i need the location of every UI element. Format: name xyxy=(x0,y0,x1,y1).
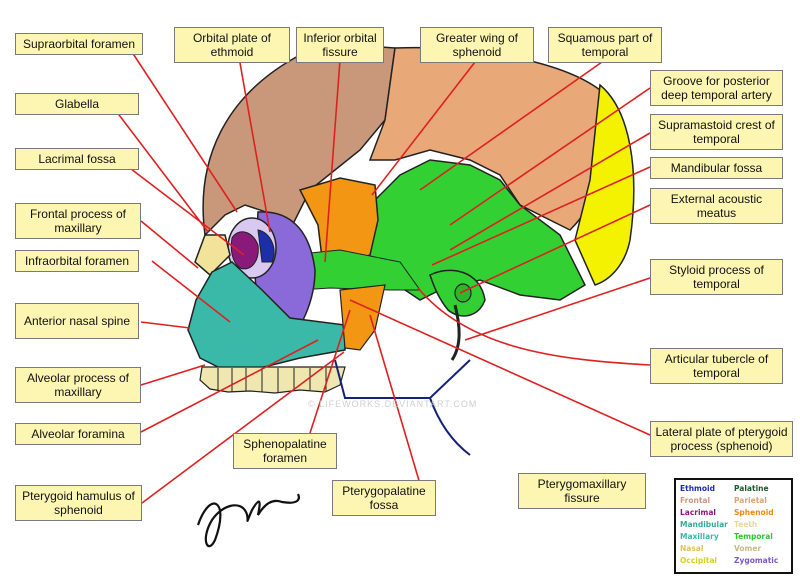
label-frontal-process-of-maxillary: Frontal process of maxillary xyxy=(15,203,141,239)
legend-occipital: Occipital xyxy=(680,556,717,565)
legend-maxillary: Maxillary xyxy=(680,532,719,541)
legend-lacrimal: Lacrimal xyxy=(680,508,717,517)
label-groove-posterior-deep-temporal-artery: Groove for posterior deep temporal arter… xyxy=(650,70,783,106)
ethmoid-plate xyxy=(257,229,275,263)
label-infraorbital-foramen: Infraorbital foramen xyxy=(15,250,139,272)
label-alveolar-process-of-maxillary: Alveolar process of maxillary xyxy=(15,367,141,403)
label-supraorbital-foramen: Supraorbital foramen xyxy=(15,33,143,55)
label-pterygomaxillary-fissure: Pterygomaxillary fissure xyxy=(518,473,646,509)
label-lateral-plate-of-pterygoid: Lateral plate of pterygoid process (sphe… xyxy=(650,421,793,457)
label-inferior-orbital-fissure: Inferior orbital fissure xyxy=(296,27,384,63)
label-pterygoid-hamulus-of-sphenoid: Pterygoid hamulus of sphenoid xyxy=(15,485,142,521)
legend-temporal: Temporal xyxy=(734,532,773,541)
label-mandibular-fossa: Mandibular fossa xyxy=(650,157,783,179)
styloid-process xyxy=(450,304,461,361)
legend-mandibular: Mandibular xyxy=(680,520,728,529)
external-acoustic-meatus xyxy=(454,283,472,303)
label-pterygopalatine-fossa: Pterygopalatine fossa xyxy=(332,480,436,516)
label-greater-wing-of-sphenoid: Greater wing of sphenoid xyxy=(420,27,534,63)
sphenoid-bone xyxy=(298,177,379,266)
label-orbital-plate-of-ethmoid: Orbital plate of ethmoid xyxy=(174,27,290,63)
pterygomaxillary-fissure-outline xyxy=(334,359,471,456)
legend-ethmoid: Ethmoid xyxy=(680,484,715,493)
label-external-acoustic-meatus: External acoustic meatus xyxy=(650,188,783,224)
legend-parietal: Parietal xyxy=(734,496,767,505)
label-sphenopalatine-foramen: Sphenopalatine foramen xyxy=(233,433,337,469)
label-styloid-process-of-temporal: Styloid process of temporal xyxy=(650,259,783,295)
lacrimal-bone xyxy=(230,231,259,270)
legend-vomer: Vomer xyxy=(734,544,762,553)
legend-teeth: Teeth xyxy=(734,520,758,529)
legend-frontal: Frontal xyxy=(680,496,711,505)
nasal-bone xyxy=(194,234,231,277)
label-anterior-nasal-spine: Anterior nasal spine xyxy=(15,303,139,339)
label-squamous-part-of-temporal: Squamous part of temporal xyxy=(548,27,662,63)
legend-sphenoid: Sphenoid xyxy=(734,508,774,517)
label-supramastoid-crest-of-temporal: Supramastoid crest of temporal xyxy=(650,114,783,150)
teeth xyxy=(199,366,346,394)
maxillary-bone xyxy=(187,261,346,369)
label-articular-tubercle-of-temporal: Articular tubercle of temporal xyxy=(650,348,783,384)
occipital-bone xyxy=(574,83,635,286)
label-alveolar-foramina: Alveolar foramina xyxy=(15,423,141,445)
legend-nasal: Nasal xyxy=(680,544,704,553)
label-lacrimal-fossa: Lacrimal fossa xyxy=(15,148,139,170)
label-glabella: Glabella xyxy=(15,93,139,115)
legend-palatine: Palatine xyxy=(734,484,769,493)
signature xyxy=(196,493,300,548)
legend-zygomatic: Zygomatic xyxy=(734,556,779,565)
watermark: © LIFEWORKS.DEVIANTART.COM xyxy=(308,399,478,409)
color-legend: Ethmoid Palatine Frontal Parietal Lacrim… xyxy=(674,478,793,574)
